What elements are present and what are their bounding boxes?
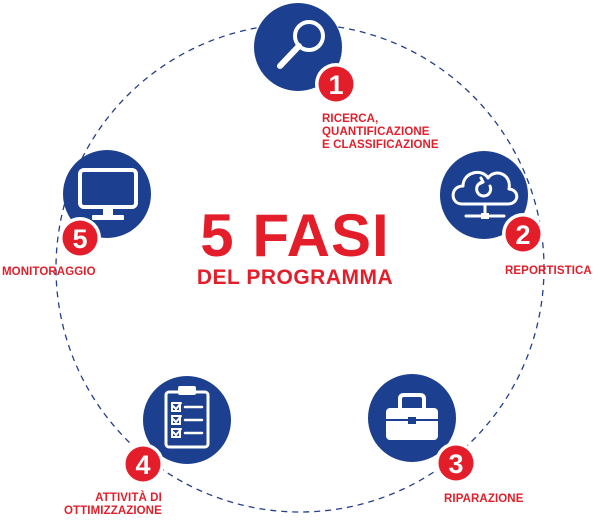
step-3-label: RIPARAZIONE [444, 493, 523, 506]
cloud-network-icon [451, 170, 519, 219]
monitor-icon [78, 168, 138, 220]
step-2-label-line-1: REPORTISTICA [505, 265, 592, 277]
step-3-node: 3 [368, 374, 477, 484]
step-5-number: 5 [72, 224, 87, 254]
step-2-label: REPORTISTICA [505, 265, 592, 278]
toolbox-icon [386, 393, 438, 440]
step-2-badge: 2 [502, 213, 544, 255]
step-3-number: 3 [448, 449, 463, 479]
step-5-badge: 5 [59, 217, 101, 259]
center-title: 5 FASI DEL PROGRAMMA [170, 205, 420, 289]
step-5-node: 5 [59, 150, 151, 259]
step-4-label-line-2: OTTIMIZZAZIONE [64, 505, 162, 517]
step-4-node: 4 [122, 376, 231, 485]
step-5-label: MONITORAGGIO [2, 266, 96, 279]
step-4-number: 4 [135, 450, 150, 480]
step-3-badge: 3 [435, 442, 477, 484]
step-2-number: 2 [515, 220, 530, 250]
step-2-node: 2 [440, 151, 544, 255]
clipboard-checklist-icon [164, 386, 210, 449]
step-4-badge: 4 [122, 443, 164, 485]
step-1-label-line-2: QUANTIFICAZIONE [322, 126, 430, 138]
step-1-label: RICERCA, QUANTIFICAZIONE E CLASSIFICAZIO… [322, 113, 439, 152]
step-4-label-line-1: ATTIVITÀ DI [95, 492, 162, 504]
step-1-number: 1 [328, 70, 343, 100]
step-4-label: ATTIVITÀ DI OTTIMIZZAZIONE [64, 492, 162, 518]
magnifier-icon [277, 20, 325, 69]
step-3-label-line-1: RIPARAZIONE [444, 493, 524, 505]
step-1-label-line-1: RICERCA, [322, 113, 379, 125]
step-1-badge: 1 [315, 63, 357, 105]
title-sub: DEL PROGRAMMA [196, 266, 394, 289]
step-1-label-line-3: E CLASSIFICAZIONE [322, 139, 439, 151]
title-main: 5 FASI [200, 202, 390, 269]
step-5-label-line-1: MONITORAGGIO [2, 266, 96, 278]
step-1-node: 1 [254, 3, 357, 105]
